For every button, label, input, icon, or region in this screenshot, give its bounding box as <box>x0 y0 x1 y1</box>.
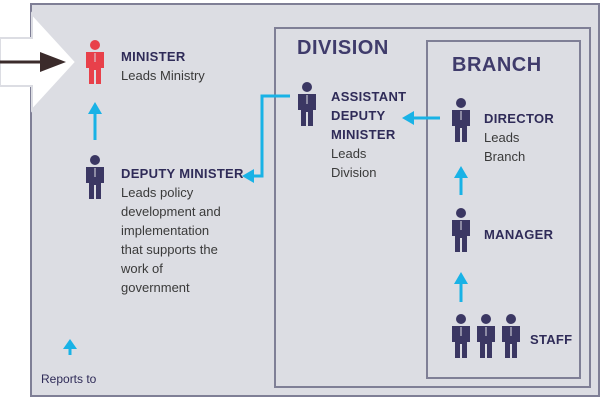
description-line: implementation <box>121 223 210 238</box>
title-line: ASSISTANT <box>331 89 407 104</box>
assistant-deputy-minister-title: ASSISTANT DEPUTY MINISTER <box>331 87 441 144</box>
arrow-left-icon <box>242 94 290 183</box>
description-line: work of <box>121 261 163 276</box>
title-line: MINISTER <box>331 127 396 142</box>
description-line: Division <box>331 165 377 180</box>
minister-title: MINISTER <box>121 49 186 64</box>
deputy-minister-person-icon <box>86 155 104 199</box>
assistant-deputy-minister-person-icon <box>298 82 316 126</box>
staff-title: STAFF <box>530 332 573 347</box>
description-line: development and <box>121 204 221 219</box>
arrow-up-icon <box>454 166 468 195</box>
arrow-left-icon <box>402 111 440 125</box>
branch-title: BRANCH <box>452 54 542 76</box>
title-line: DEPUTY <box>331 108 386 123</box>
legend-label: Reports to <box>41 372 97 386</box>
branch-box <box>426 40 581 379</box>
legend-arrow-up-icon <box>63 339 77 355</box>
staff-person-icon <box>502 314 520 358</box>
minister-person-icon <box>86 40 104 84</box>
arrow-up-icon <box>88 102 102 140</box>
arrow-up-icon <box>454 272 468 302</box>
deputy-minister-description: Leads policy development and implementat… <box>121 183 221 297</box>
manager-title: MANAGER <box>484 227 554 242</box>
division-box <box>274 27 591 388</box>
division-title: DIVISION <box>297 37 389 59</box>
director-title: DIRECTOR <box>484 111 555 126</box>
staff-person-icon <box>477 314 495 358</box>
minister-description: Leads Ministry <box>121 68 205 83</box>
description-line: Leads <box>484 130 520 145</box>
deputy-minister-title: DEPUTY MINISTER <box>121 166 244 181</box>
description-line: Leads <box>331 146 367 161</box>
assistant-deputy-minister-description: Leads Division <box>331 144 377 182</box>
description-line: government <box>121 280 190 295</box>
description-line: Branch <box>484 149 526 164</box>
staff-person-icon <box>452 314 470 358</box>
description-line: Leads policy <box>121 185 194 200</box>
director-person-icon <box>452 98 470 142</box>
manager-person-icon <box>452 208 470 252</box>
director-description: Leads Branch <box>484 128 525 166</box>
pointer-arrow-icon <box>0 11 78 113</box>
description-line: that supports the <box>121 242 218 257</box>
